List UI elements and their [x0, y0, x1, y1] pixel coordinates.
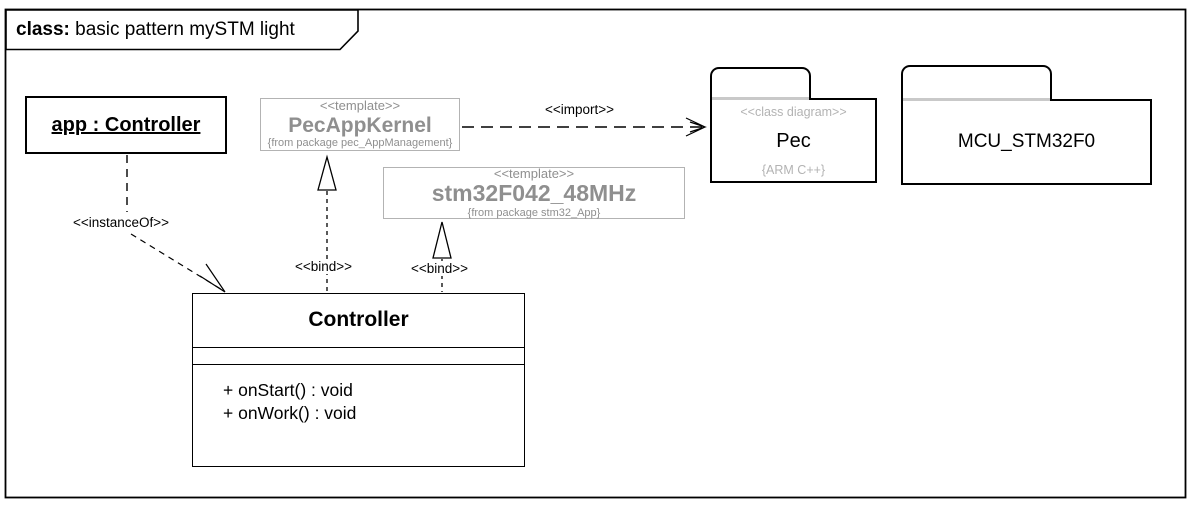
node-template-pecappkernel: <<template>> PecAppKernel {from package …	[260, 98, 460, 151]
node-package-pec: <<class diagram>> Pec {ARM C++}	[710, 98, 877, 183]
stm32-stereotype: <<template>>	[493, 165, 575, 181]
import-edge-label: <<import>>	[543, 102, 617, 117]
instanceof-edge-label: <<instanceOf>>	[71, 215, 172, 230]
frame-title-keyword: class:	[16, 19, 70, 40]
stm32-name: stm32F042_48MHz	[431, 180, 637, 207]
node-package-mcu: MCU_STM32F0	[901, 99, 1152, 185]
package-mcu-tab-divider	[903, 98, 1050, 101]
frame-title: class: basic pattern mySTM light	[16, 19, 295, 41]
package-pec-tab	[710, 67, 811, 98]
bind-pec-edge-label: <<bind>>	[293, 259, 355, 274]
controller-operation: + onWork() : void	[223, 402, 357, 423]
diagram-frame-border	[4, 8, 1187, 499]
mcu-name: MCU_STM32F0	[957, 131, 1096, 152]
import-arrowhead	[685, 117, 707, 137]
bind-stm32-edge-label: <<bind>>	[409, 261, 471, 276]
bind-stm32-triangle-arrowhead	[432, 221, 452, 259]
pecappkernel-origin: {from package pec_AppManagement}	[267, 137, 453, 150]
package-pec-tab-divider	[712, 97, 809, 100]
instance-label: app : Controller	[51, 113, 201, 136]
node-template-stm32f042: <<template>> stm32F042_48MHz {from packa…	[383, 165, 685, 219]
pecappkernel-stereotype: <<template>>	[319, 98, 401, 114]
stm32-origin: {from package stm32_App}	[467, 207, 601, 219]
pec-stereotype: <<class diagram>>	[740, 105, 847, 119]
frame-title-text: basic pattern mySTM light	[69, 19, 295, 40]
package-mcu-tab	[901, 65, 1052, 99]
controller-class-name: Controller	[193, 294, 524, 348]
node-instance-app-controller: app : Controller	[25, 96, 227, 154]
pec-name: Pec	[776, 129, 811, 152]
frame-title-tab	[5, 9, 359, 51]
controller-operation: + onStart() : void	[223, 379, 353, 400]
controller-operations-compartment: + onStart() : void + onWork() : void	[193, 365, 524, 425]
pec-tagged-value: {ARM C++}	[761, 163, 826, 177]
node-class-controller: Controller + onStart() : void + onWork()…	[192, 293, 525, 467]
bind-pec-triangle-arrowhead	[317, 154, 337, 191]
controller-attributes-compartment	[193, 348, 524, 365]
instanceof-arrowhead	[199, 263, 226, 293]
pecappkernel-name: PecAppKernel	[288, 113, 432, 137]
